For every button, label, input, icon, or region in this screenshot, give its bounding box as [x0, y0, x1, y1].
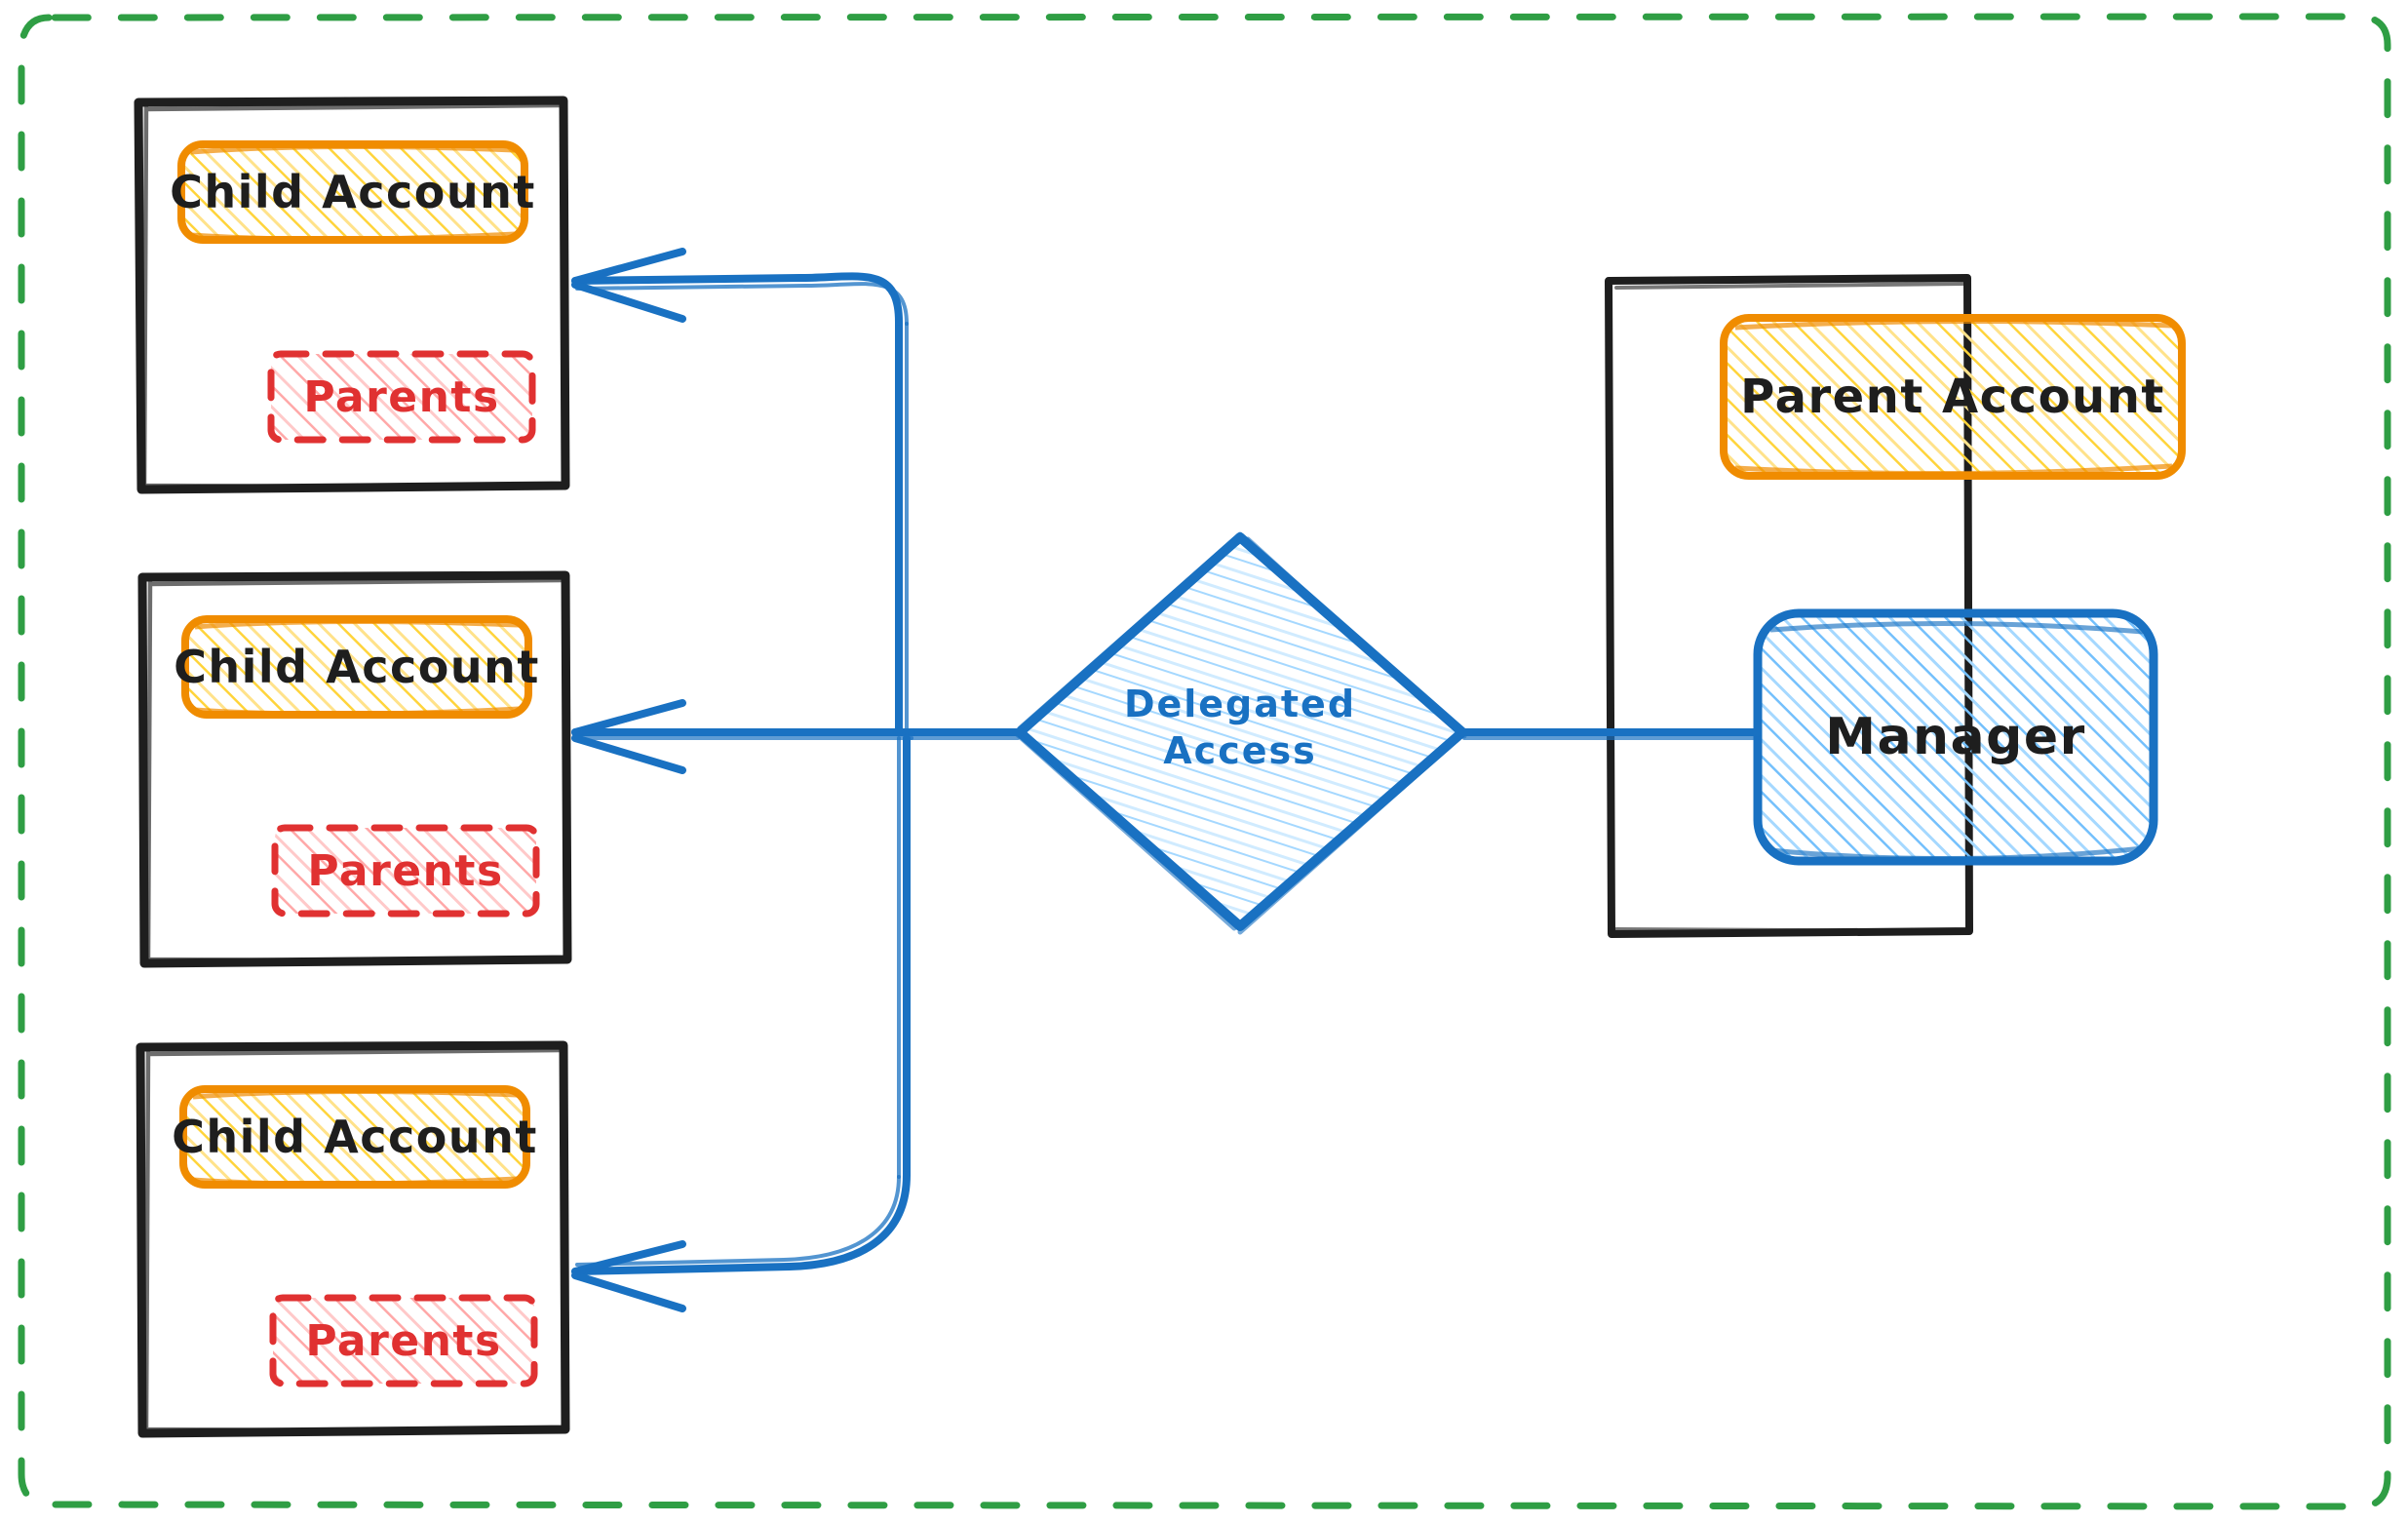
child-account-container-3[interactable]: [136, 1040, 570, 1438]
child-account-chip-3[interactable]: [179, 1085, 530, 1189]
parents-chip-2[interactable]: [271, 824, 540, 918]
child-account-container-2[interactable]: [137, 570, 572, 968]
delegated-access-node[interactable]: [1013, 531, 1467, 935]
parents-chip-1[interactable]: [267, 350, 536, 444]
parent-account-container[interactable]: [1605, 274, 2186, 938]
organization-boundary: [18, 13, 2391, 1510]
delegated-access-arrows: [571, 248, 1762, 1312]
child-account-chip-2[interactable]: [181, 615, 532, 719]
parent-account-chip[interactable]: [1720, 314, 2186, 480]
manager-chip[interactable]: [1753, 608, 2158, 866]
child-account-chip-1[interactable]: [177, 140, 528, 244]
child-account-container-1[interactable]: [134, 96, 570, 494]
parents-chip-3[interactable]: [269, 1294, 538, 1387]
